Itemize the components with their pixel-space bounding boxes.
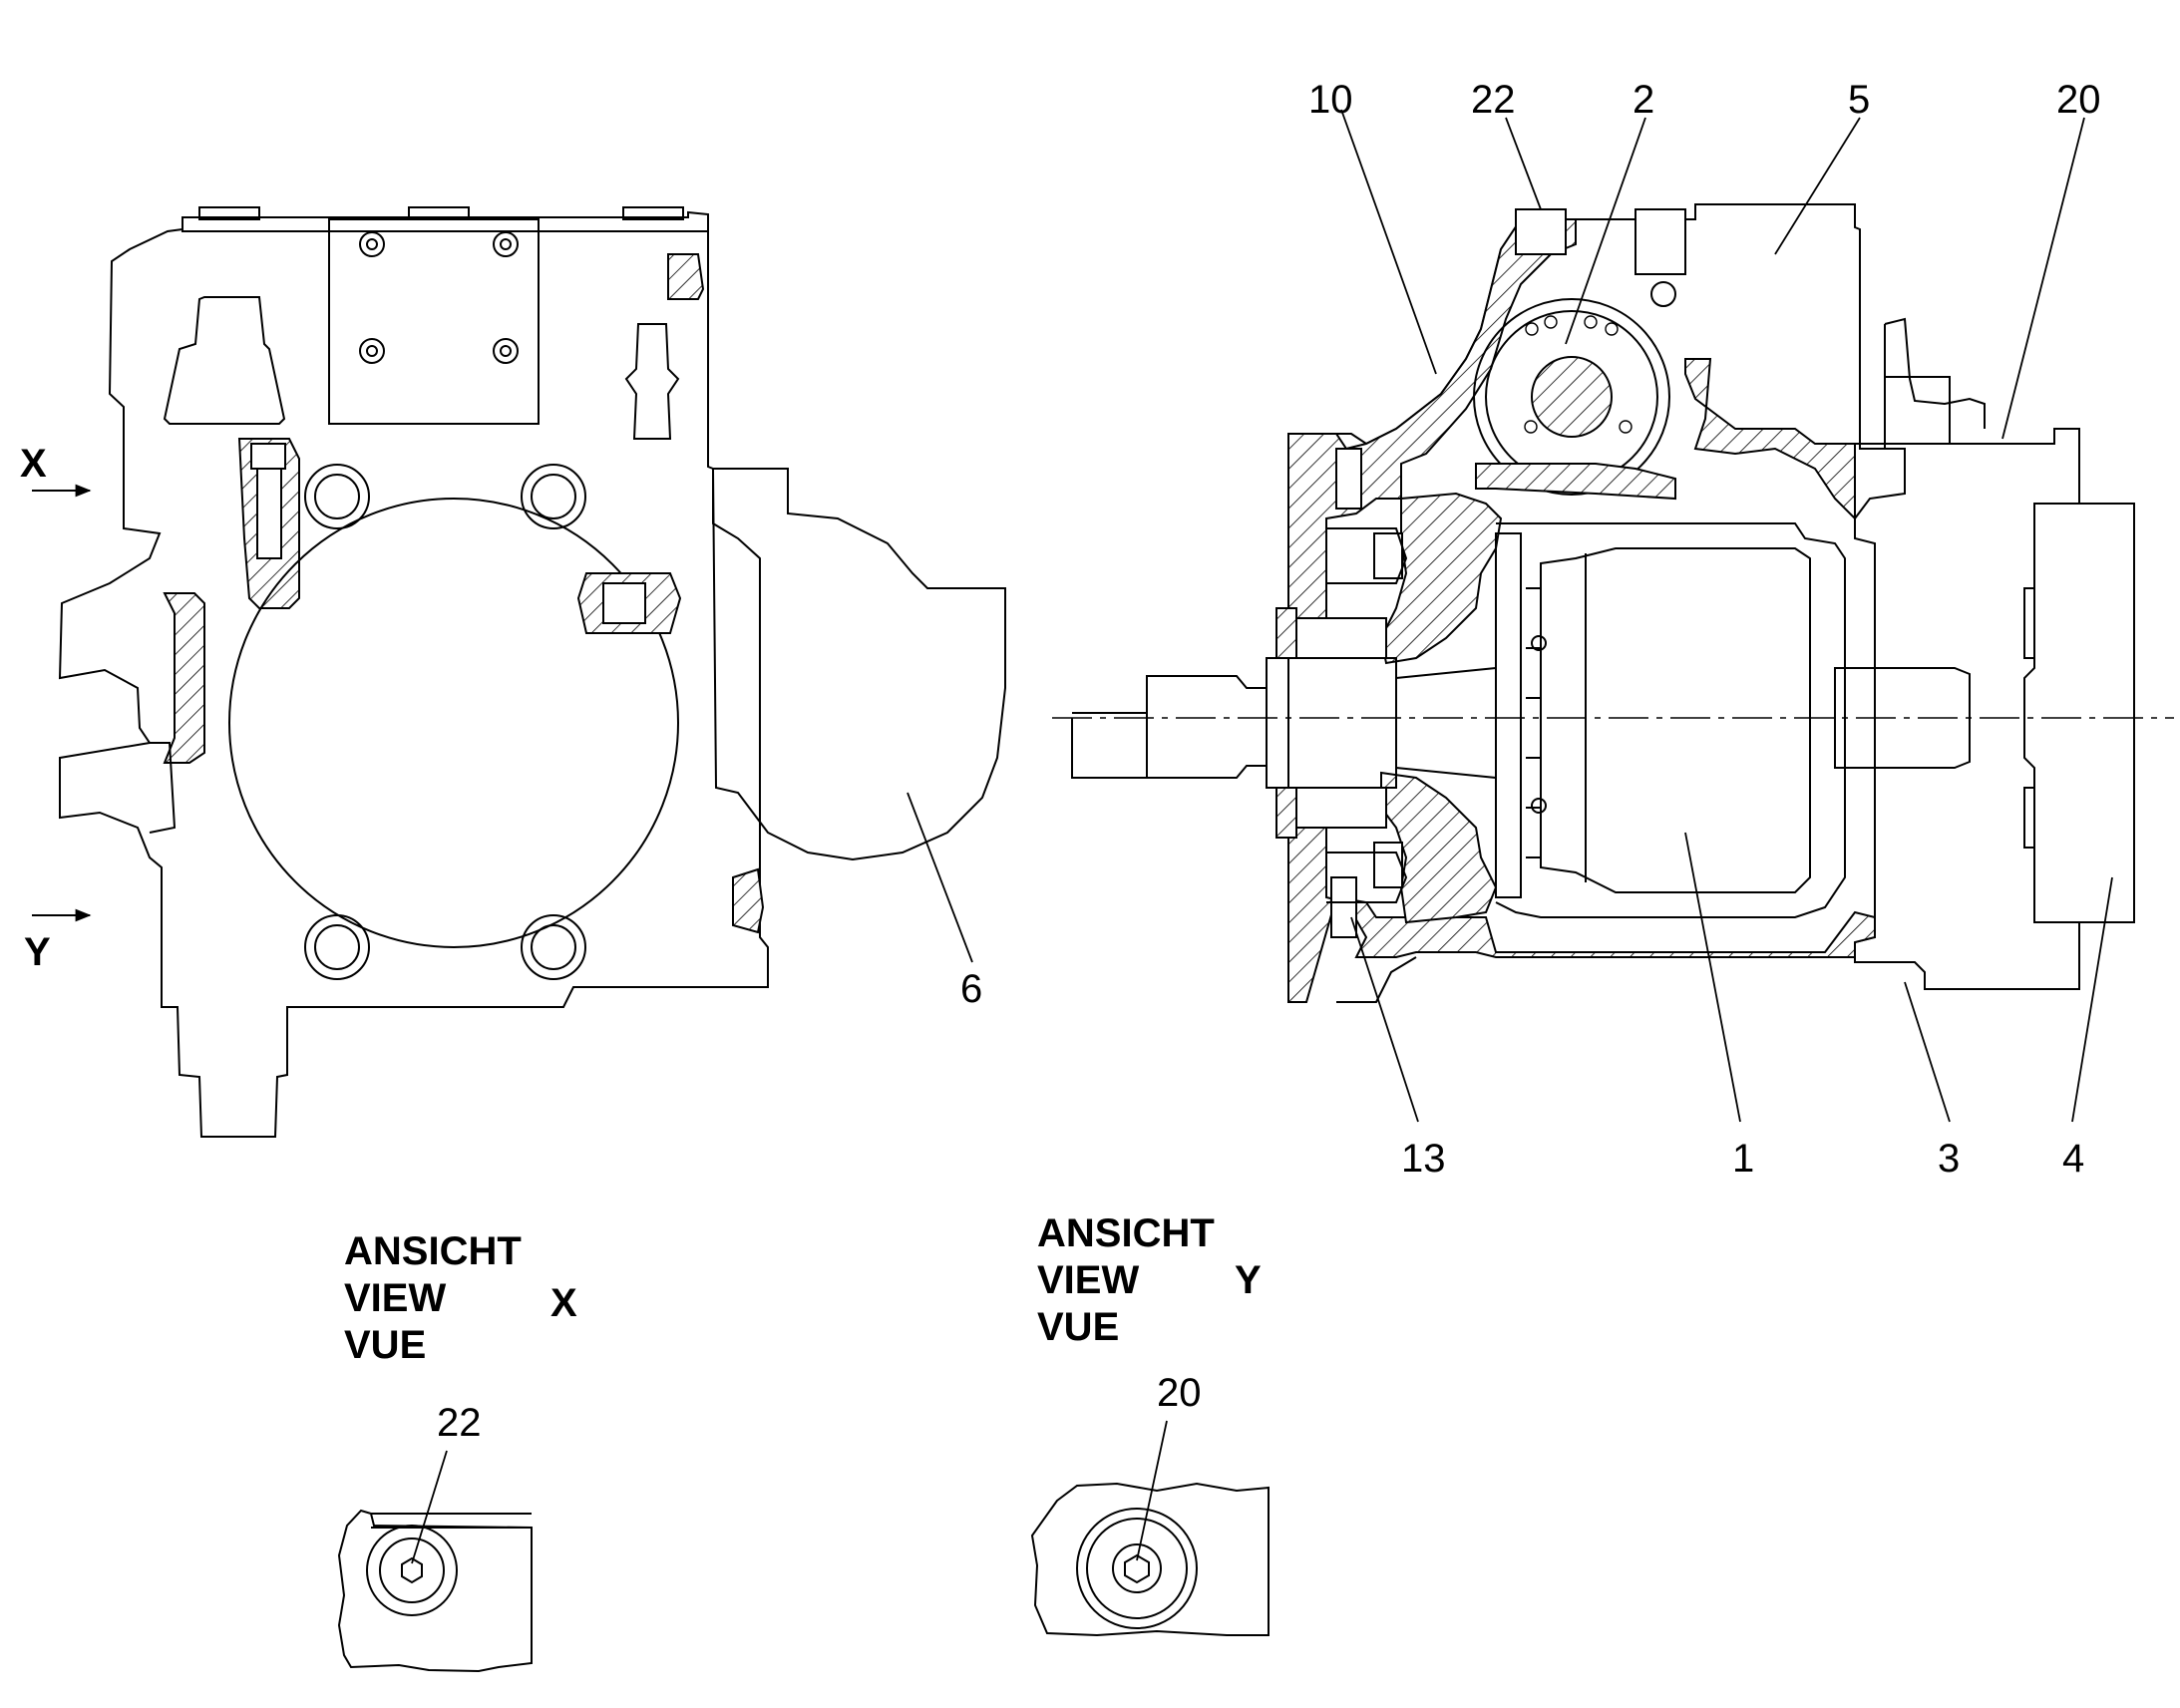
callout-6: 6 [960,967,982,1011]
view-marker-x: X [20,442,47,486]
view-marker-y: Y [24,930,51,974]
section-view [1052,203,2174,1003]
view-y-callout: 20 [1157,1371,1202,1415]
view-x-inset: ANSICHT VIEW VUE X 22 [337,1229,577,1673]
view-x-callout: 22 [437,1401,482,1445]
callout-22: 22 [1471,78,1516,122]
callout-20: 20 [2056,78,2101,122]
callout-5: 5 [1848,78,1870,122]
view-x-line2: VIEW [344,1276,446,1320]
view-x-line3: VUE [344,1323,426,1367]
leader-lines [907,109,2113,1123]
front-view [32,206,1006,1138]
view-y-inset: ANSICHT VIEW VUE Y 20 [1030,1211,1270,1637]
callout-1: 1 [1732,1137,1754,1181]
hex-bolt-group [304,464,586,980]
view-y-line3: VUE [1037,1305,1119,1349]
callout-3: 3 [1938,1137,1960,1181]
view-y-line2: VIEW [1037,1258,1139,1302]
view-y-line1: ANSICHT [1037,1211,1215,1255]
callout-2: 2 [1633,78,1654,122]
callout-13: 13 [1401,1137,1446,1181]
view-y-letter: Y [1235,1258,1262,1302]
callout-10: 10 [1308,78,1353,122]
view-x-line1: ANSICHT [344,1229,522,1273]
view-x-letter: X [550,1281,577,1325]
callout-4: 4 [2062,1137,2084,1181]
